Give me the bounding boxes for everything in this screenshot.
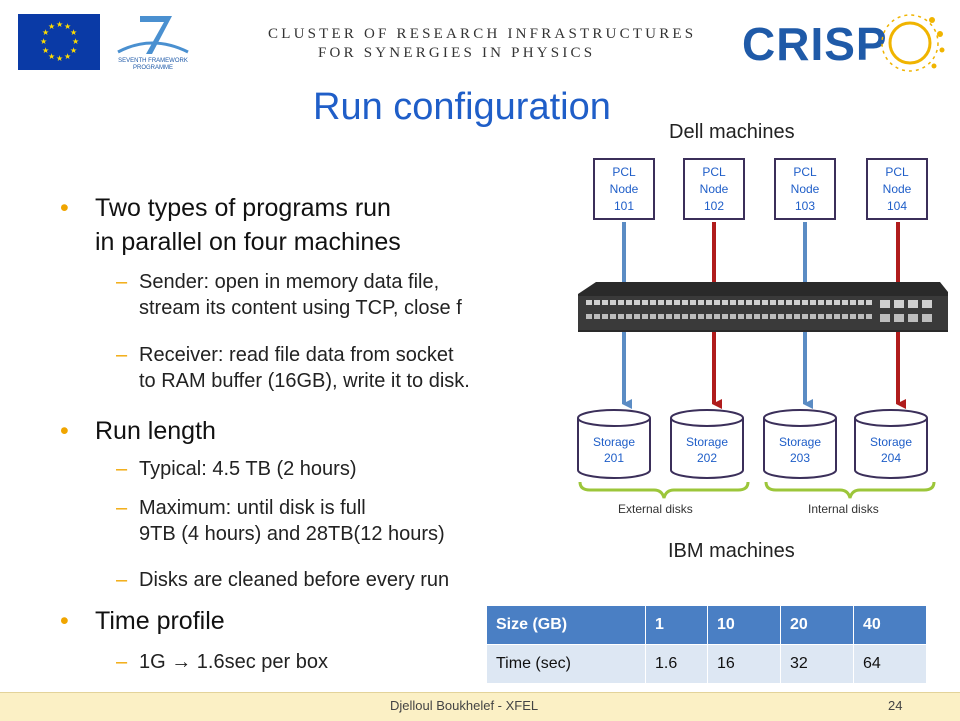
- table-cell: 64: [853, 644, 927, 684]
- pcl-node-103: PCL Node 103: [774, 158, 836, 220]
- sub-bullet-1g: 1G → 1.6sec per box: [139, 651, 328, 673]
- header-line-2: FOR SYNERGIES IN PHYSICS: [318, 45, 596, 61]
- sub-bullet-receiver-line-1: Receiver: read file data from socket: [139, 344, 454, 366]
- table-header-cell: 10: [707, 605, 781, 645]
- svg-text:★: ★: [56, 54, 63, 63]
- storage-cylinder-201: [577, 409, 651, 479]
- bullet-1-line-2: in parallel on four machines: [95, 228, 401, 256]
- node-id: 101: [613, 199, 635, 213]
- sub-bullet-cleaned: Disks are cleaned before every run: [139, 569, 450, 591]
- svg-text:★: ★: [56, 20, 63, 29]
- dash-marker: –: [116, 497, 128, 519]
- node-label: Node: [699, 182, 729, 196]
- ibm-machines-label: IBM machines: [668, 540, 795, 562]
- footer-bar: [0, 692, 960, 721]
- storage-204-label: Storage 204: [869, 435, 913, 465]
- node-label: PCL: [885, 165, 909, 179]
- svg-text:★: ★: [72, 37, 79, 46]
- footer-author: Djelloul Boukhelef - XFEL: [390, 698, 539, 713]
- pcl-node-102: PCL Node 102: [683, 158, 745, 220]
- svg-text:★: ★: [48, 52, 55, 61]
- bullet-2-run-length: Run length: [95, 417, 216, 445]
- bullet-marker: •: [60, 194, 69, 222]
- crisp-logo-orbit-icon: [880, 8, 950, 78]
- svg-text:★: ★: [42, 28, 49, 37]
- node-label: PCL: [612, 165, 636, 179]
- table-header-cell: 40: [853, 605, 927, 645]
- node-id: 104: [886, 199, 908, 213]
- crisp-logo-text: CRISP: [742, 18, 888, 70]
- storage-cylinder-204: [854, 409, 928, 479]
- table-header-cell: Size (GB): [486, 605, 646, 645]
- bullet-marker: •: [60, 417, 69, 445]
- sub-bullet-sender-line-1: Sender: open in memory data file,: [139, 271, 440, 293]
- sub-bullet-maximum-line-1: Maximum: until disk is full: [139, 497, 366, 519]
- bullet-1-line-1: Two types of programs run: [95, 194, 391, 222]
- node-id: 103: [794, 199, 816, 213]
- sub-bullet-receiver-line-2: to RAM buffer (16GB), write it to disk.: [139, 370, 470, 392]
- svg-text:★: ★: [48, 22, 55, 31]
- node-label: PCL: [702, 165, 726, 179]
- internal-disks-bracket: [764, 481, 936, 499]
- dash-marker: –: [116, 458, 128, 480]
- table-header-cell: 20: [780, 605, 854, 645]
- bullet-3-time-profile: Time profile: [95, 607, 225, 635]
- storage-201-label: Storage 201: [592, 435, 636, 465]
- table-cell: 16: [707, 644, 781, 684]
- eu-flag-logo: ★★★ ★★★ ★★★ ★★★: [18, 14, 100, 70]
- sub-bullet-maximum-line-2: 9TB (4 hours) and 28TB(12 hours): [139, 523, 445, 545]
- table-cell: 32: [780, 644, 854, 684]
- node-label: Node: [609, 182, 639, 196]
- storage-203-label: Storage 203: [778, 435, 822, 465]
- network-switch-icon: [578, 282, 948, 332]
- slide-title: Run configuration: [313, 86, 611, 128]
- page-number: 24: [888, 698, 903, 713]
- svg-text:★: ★: [40, 37, 47, 46]
- size-time-table: Size (GB) 1 10 20 40 Time (sec) 1.6 16 3…: [486, 605, 927, 684]
- svg-text:★: ★: [70, 46, 77, 55]
- fp7-logo: SEVENTH FRAMEWORK PROGRAMME: [112, 12, 194, 74]
- pcl-node-101: PCL Node 101: [593, 158, 655, 220]
- table-header-cell: 1: [645, 605, 708, 645]
- node-label: Node: [790, 182, 820, 196]
- node-id: 102: [703, 199, 725, 213]
- storage-202-label: Storage 202: [685, 435, 729, 465]
- pcl-node-104: PCL Node 104: [866, 158, 928, 220]
- dash-marker: –: [116, 271, 128, 293]
- internal-disks-label: Internal disks: [808, 502, 879, 516]
- node-label: PCL: [793, 165, 817, 179]
- dash-marker: –: [116, 344, 128, 366]
- table-cell: 1.6: [645, 644, 708, 684]
- table-header-row: Size (GB) 1 10 20 40: [486, 605, 927, 645]
- dash-marker: –: [116, 651, 128, 673]
- svg-text:★: ★: [70, 28, 77, 37]
- fp7-caption: SEVENTH FRAMEWORK PROGRAMME: [118, 58, 188, 71]
- sub-bullet-sender-line-2: stream its content using TCP, close f: [139, 297, 462, 319]
- bullet-marker: •: [60, 607, 69, 635]
- svg-text:★: ★: [42, 46, 49, 55]
- external-disks-bracket: [578, 481, 750, 499]
- svg-text:★: ★: [64, 52, 71, 61]
- dash-marker: –: [116, 569, 128, 591]
- storage-cylinder-203: [763, 409, 837, 479]
- sub-bullet-typical: Typical: 4.5 TB (2 hours): [139, 458, 357, 480]
- table-row: Time (sec) 1.6 16 32 64: [486, 644, 927, 684]
- node-label: Node: [882, 182, 912, 196]
- dell-machines-label: Dell machines: [669, 121, 795, 143]
- external-disks-label: External disks: [618, 502, 693, 516]
- svg-text:★: ★: [64, 22, 71, 31]
- header-line-1: CLUSTER OF RESEARCH INFRASTRUCTURES: [268, 26, 697, 42]
- storage-cylinder-202: [670, 409, 744, 479]
- table-cell: Time (sec): [486, 644, 646, 684]
